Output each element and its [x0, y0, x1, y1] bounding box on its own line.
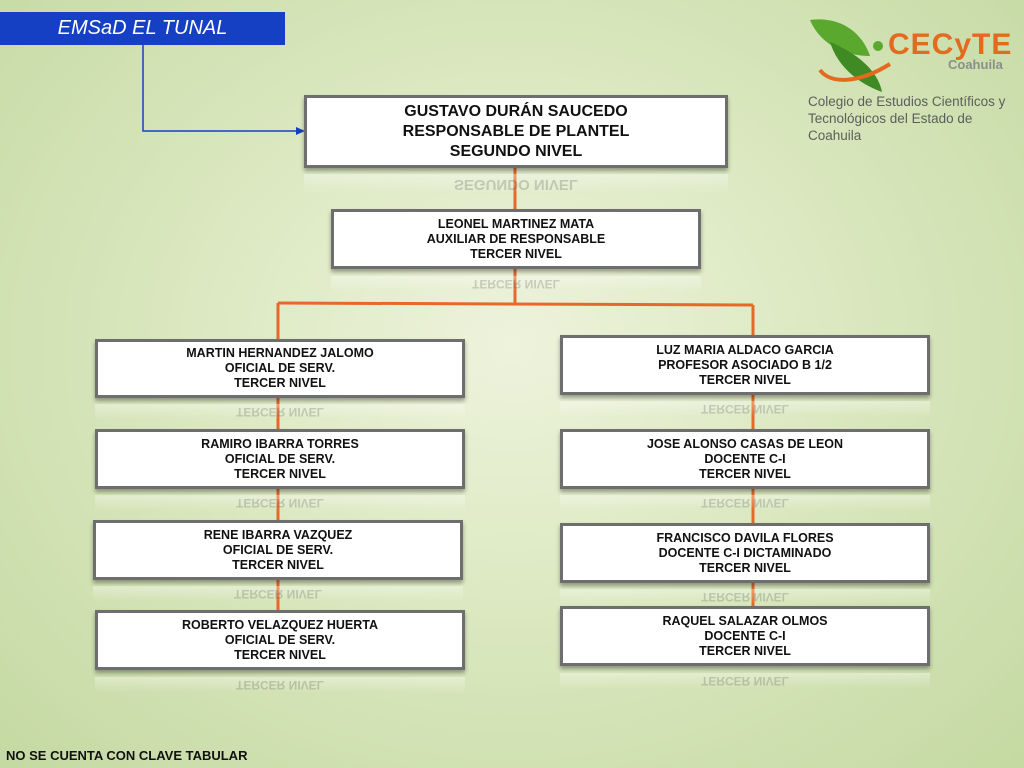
node-name: ROBERTO VELAZQUEZ HUERTA — [181, 617, 379, 632]
logo-name: CECyTE — [888, 28, 1013, 61]
node-level: TERCER NIVEL — [699, 466, 791, 481]
node-right-2: JOSE ALONSO CASAS DE LEON DOCENTE C-I TE… — [560, 429, 930, 489]
node-auxiliar: LEONEL MARTINEZ MATA AUXILIAR DE RESPONS… — [331, 209, 701, 269]
logo-description: Colegio de Estudios Científicos y Tecnol… — [808, 93, 1020, 144]
node-level: TERCER NIVEL — [699, 560, 791, 575]
node-name: JOSE ALONSO CASAS DE LEON — [646, 436, 844, 451]
node-name: LUZ MARIA ALDACO GARCIA — [656, 342, 834, 357]
node-name: RAQUEL SALAZAR OLMOS — [662, 613, 828, 628]
node-right-3: FRANCISCO DAVILA FLORES DOCENTE C-I DICT… — [560, 523, 930, 583]
node-role: DOCENTE C-I DICTAMINADO — [658, 545, 832, 560]
logo-description-line1: Colegio de Estudios Científicos y — [808, 94, 1006, 109]
node-right-1: LUZ MARIA ALDACO GARCIA PROFESOR ASOCIAD… — [560, 335, 930, 395]
node-level: TERCER NIVEL — [470, 246, 562, 261]
node-name: MARTIN HERNANDEZ JALOMO — [186, 346, 374, 360]
node-name: GUSTAVO DURÁN SAUCEDO — [404, 102, 628, 120]
node-level: SEGUNDO NIVEL — [449, 142, 583, 160]
logo-description-line2: Tecnológicos del Estado de Coahuila — [808, 111, 973, 143]
node-role: AUXILIAR DE RESPONSABLE — [426, 231, 606, 246]
node-name: RAMIRO IBARRA TORRES — [201, 436, 359, 451]
node-role: OFICIAL DE SERV. — [224, 361, 336, 375]
connector-bus — [277, 301, 754, 307]
page-title: EMSaD EL TUNAL — [0, 12, 285, 45]
node-name: RENE IBARRA VAZQUEZ — [203, 527, 353, 542]
node-role: OFICIAL DE SERV. — [224, 632, 336, 647]
cecyte-logo-icon — [810, 19, 892, 92]
node-role: DOCENTE C-I — [704, 628, 786, 643]
node-level: TERCER NIVEL — [234, 647, 326, 662]
node-left-4: ROBERTO VELAZQUEZ HUERTA OFICIAL DE SERV… — [95, 610, 465, 670]
logo-region: Coahuila — [948, 57, 1003, 72]
node-role: PROFESOR ASOCIADO B 1/2 — [658, 357, 832, 372]
node-level: TERCER NIVEL — [234, 466, 326, 481]
node-role: DOCENTE C-I — [704, 451, 786, 466]
node-role: RESPONSABLE DE PLANTEL — [402, 122, 630, 140]
node-level: TERCER NIVEL — [232, 557, 324, 572]
node-left-1: MARTIN HERNANDEZ JALOMO OFICIAL DE SERV.… — [95, 339, 465, 398]
node-name: FRANCISCO DAVILA FLORES — [656, 530, 834, 545]
node-level: TERCER NIVEL — [234, 376, 326, 390]
node-role: OFICIAL DE SERV. — [224, 451, 336, 466]
node-level: TERCER NIVEL — [699, 372, 791, 387]
title-pointer-line — [142, 45, 300, 132]
title-pointer-arrowhead — [296, 127, 305, 135]
node-level: TERCER NIVEL — [699, 643, 791, 658]
node-right-4: RAQUEL SALAZAR OLMOS DOCENTE C-I TERCER … — [560, 606, 930, 666]
node-role: OFICIAL DE SERV. — [222, 542, 334, 557]
node-responsable: GUSTAVO DURÁN SAUCEDO RESPONSABLE DE PLA… — [304, 95, 728, 168]
node-name: LEONEL MARTINEZ MATA — [437, 216, 595, 231]
node-left-2: RAMIRO IBARRA TORRES OFICIAL DE SERV. TE… — [95, 429, 465, 489]
node-left-3: RENE IBARRA VAZQUEZ OFICIAL DE SERV. TER… — [93, 520, 463, 580]
footer-note: NO SE CUENTA CON CLAVE TABULAR — [6, 748, 248, 763]
